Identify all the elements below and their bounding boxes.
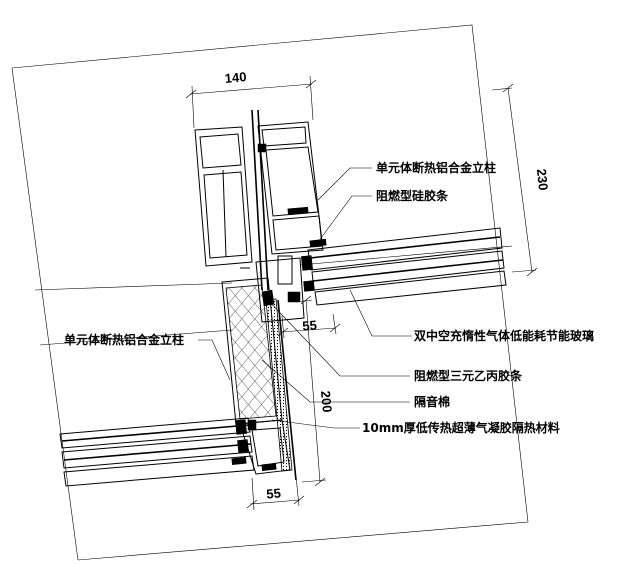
- leader-lines: [198, 167, 412, 429]
- dimension-bottom-55: 55: [246, 475, 305, 511]
- upper-mullion-profile: [194, 109, 324, 291]
- dim-lower-height-label: 200: [318, 390, 335, 413]
- dim-mid-offset-label: 55: [302, 317, 318, 333]
- labels: 单元体断热铝合金立柱 阻燃型硅胶条 双中空充惰性气体低能耗节能玻璃 单元体断热铝…: [64, 160, 594, 435]
- frame-outline: [11, 24, 529, 561]
- lower-mullion-profile: [221, 277, 297, 481]
- label-upper-mullion: 单元体断热铝合金立柱: [376, 160, 496, 175]
- label-lower-mullion: 单元体断热铝合金立柱: [64, 332, 184, 347]
- label-epdm-strip: 阻燃型三元乙丙胶条: [414, 368, 523, 383]
- dimension-top-140: 140: [185, 69, 317, 129]
- dimension-middle-55: 55: [277, 313, 341, 339]
- aerogel-layer-fill: [265, 298, 293, 472]
- dimension-lower-200: 200: [295, 295, 335, 487]
- dim-right-height-label: 230: [534, 168, 551, 191]
- lower-glass-panel: [59, 417, 255, 487]
- dim-bottom-width-label: 55: [266, 485, 282, 501]
- dimension-right-230: 230: [491, 83, 551, 277]
- label-acoustic-wool: 隔音棉: [414, 394, 450, 409]
- upper-glass-panel: [301, 227, 507, 306]
- label-fire-silicone-strip: 阻燃型硅胶条: [376, 188, 449, 203]
- label-aerogel-insulation: 10mm厚低传热超薄气凝胶隔热材料: [362, 420, 560, 435]
- dim-top-width-label: 140: [224, 69, 247, 86]
- label-insulated-glass: 双中空充惰性气体低能耗节能玻璃: [414, 328, 594, 343]
